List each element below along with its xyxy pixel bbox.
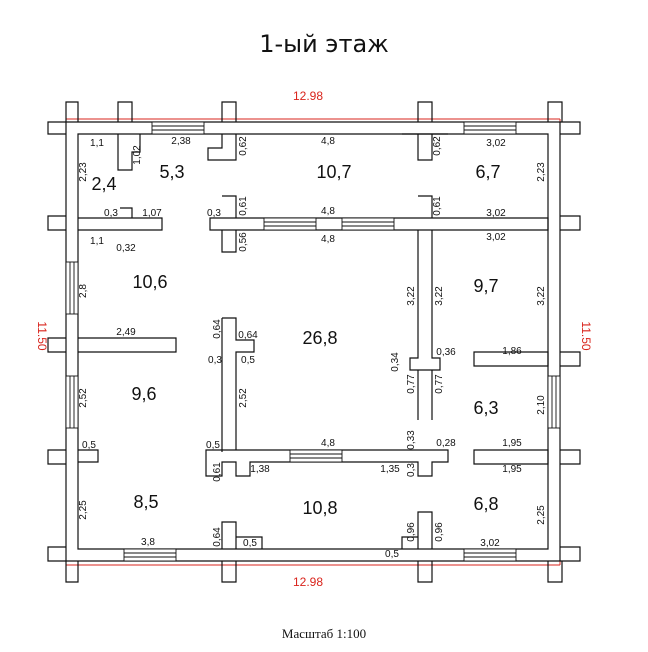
dimension-label: 1,95 [502, 464, 522, 475]
dimension-label: 0,77 [406, 374, 417, 394]
dimension-label: 4,8 [321, 438, 335, 449]
dimension-label: 0,96 [434, 522, 445, 542]
dimension-label: 1,35 [380, 464, 400, 475]
dimension-label: 2,49 [116, 327, 136, 338]
dimension-label: 0,33 [406, 430, 417, 450]
dimension-label: 0,64 [212, 527, 223, 547]
dimension-label: 0,61 [432, 196, 443, 216]
room-area: 9,6 [131, 384, 156, 404]
dimension-label: 0,62 [432, 136, 443, 156]
dimension-label: 0,64 [212, 319, 223, 339]
dimension-label: 1,95 [502, 438, 522, 449]
dimension-label: 0,5 [206, 440, 220, 451]
dimension-label: 1,1 [90, 138, 104, 149]
scale-label: Масштаб 1:100 [281, 626, 367, 641]
dimension-label: 0,77 [434, 374, 445, 394]
dimension-label: 2,10 [536, 395, 547, 415]
dimension-label: 2,23 [536, 162, 547, 182]
room-area: 10,7 [316, 162, 351, 182]
dimension-label: 2,25 [78, 500, 89, 520]
dimension-label: 0,5 [241, 355, 255, 366]
overall-dimension-right: 11.50 [579, 321, 593, 350]
dimension-label: 3,02 [486, 138, 506, 149]
room-area: 6,7 [475, 162, 500, 182]
dimension-label: 0,3 [207, 208, 221, 219]
dimension-label: 4,8 [321, 234, 335, 245]
dimension-label: 1,1 [90, 236, 104, 247]
dimension-label: 2,8 [78, 284, 89, 298]
overall-dimension-top: 12.98 [293, 89, 323, 103]
dimension-label: 1,07 [142, 208, 162, 219]
dimension-labels: 1,1 2,23 1,02 2,38 0,62 4,8 0,62 3,02 2,… [78, 136, 547, 560]
dimension-label: 0,64 [238, 330, 258, 341]
dimension-label: 0,5 [243, 538, 257, 549]
dimension-label: 3,22 [536, 286, 547, 306]
dimension-label: 1,38 [250, 464, 270, 475]
dimension-label: 0,36 [436, 347, 456, 358]
dimension-label: 0,3 [406, 463, 417, 477]
room-area: 26,8 [302, 328, 337, 348]
room-area: 8,5 [133, 492, 158, 512]
dimension-label: 0,3 [208, 355, 222, 366]
dimension-label: 2,38 [171, 136, 191, 147]
dimension-label: 0,56 [238, 232, 249, 252]
dimension-label: 3,8 [141, 537, 155, 548]
dimension-label: 1,86 [502, 346, 522, 357]
dimension-label: 3,02 [486, 208, 506, 219]
dimension-label: 3,22 [406, 286, 417, 306]
dimension-label: 0,5 [82, 440, 96, 451]
dimension-label: 0,62 [238, 136, 249, 156]
dimension-label: 4,8 [321, 136, 335, 147]
windows [65, 121, 561, 562]
dimension-label: 0,5 [385, 549, 399, 560]
room-area: 10,6 [132, 272, 167, 292]
room-area: 5,3 [159, 162, 184, 182]
dimension-label: 0,28 [436, 438, 456, 449]
dimension-label: 0,96 [406, 522, 417, 542]
dimension-label: 1,02 [132, 145, 143, 165]
room-area: 10,8 [302, 498, 337, 518]
overall-dimension-left: 11.50 [35, 321, 49, 350]
dimension-label: 0,61 [238, 196, 249, 216]
dimension-label: 2,52 [78, 388, 89, 408]
floor-title: 1-ый этаж [259, 30, 389, 58]
dimension-label: 2,52 [238, 388, 249, 408]
overall-dimension-bottom: 12.98 [293, 575, 323, 589]
dimension-label: 4,8 [321, 206, 335, 217]
dimension-label: 0,61 [212, 462, 223, 482]
room-area: 6,8 [473, 494, 498, 514]
dimension-label: 2,23 [78, 162, 89, 182]
dimension-label: 0,3 [104, 208, 118, 219]
dimension-label: 0,32 [116, 243, 136, 254]
dimension-label: 3,02 [486, 232, 506, 243]
dimension-label: 3,02 [480, 538, 500, 549]
room-areas: 2,4 5,3 10,7 6,7 10,6 9,7 26,8 9,6 6,3 8… [91, 162, 500, 518]
dimension-label: 3,22 [434, 286, 445, 306]
dimension-label: 2,25 [536, 505, 547, 525]
room-area: 2,4 [91, 174, 116, 194]
dimension-label: 0,34 [390, 352, 401, 372]
room-area: 6,3 [473, 398, 498, 418]
room-area: 9,7 [473, 276, 498, 296]
